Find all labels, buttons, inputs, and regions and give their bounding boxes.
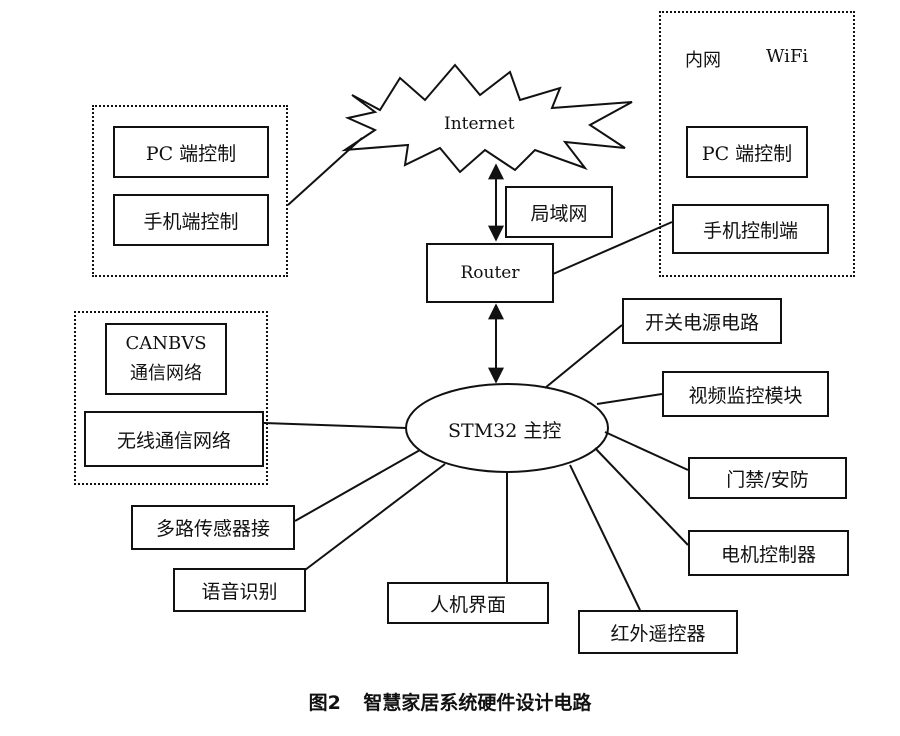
- wifi-label: WiFi: [766, 46, 809, 67]
- line-stm32-ir: [569, 464, 641, 611]
- wireless-network-box: 无线通信网络: [84, 411, 264, 467]
- hmi-box: 人机界面: [387, 582, 549, 624]
- line-stm32-sensor: [294, 449, 421, 522]
- line-stm32-wireless: [263, 422, 407, 429]
- sensor-interface-box: 多路传感器接: [131, 505, 295, 550]
- line-stm32-voice: [304, 463, 446, 571]
- router-box: Router: [426, 243, 554, 303]
- stm32-label: STM32 主控: [448, 420, 562, 442]
- motor-controller-box: 电机控制器: [688, 530, 849, 576]
- line-leftgroup-internet: [287, 137, 363, 206]
- ir-remote-box: 红外遥控器: [578, 610, 738, 654]
- line-stm32-motor: [594, 447, 689, 546]
- internet-label: Internet: [444, 114, 515, 134]
- lan-box: 局域网: [505, 186, 613, 238]
- line-stm32-access: [604, 431, 689, 471]
- figure-title: 智慧家居系统硬件设计电路: [363, 692, 592, 714]
- line-stm32-video: [596, 393, 663, 405]
- pc-control-box-left: PC 端控制: [113, 126, 269, 178]
- network-group: [74, 311, 268, 485]
- power-circuit-box: 开关电源电路: [622, 298, 782, 344]
- figure-number: 图2: [308, 692, 341, 714]
- can-network-line1: CANBVS: [125, 333, 207, 354]
- can-network-line2: 通信网络: [130, 363, 202, 384]
- voice-recognition-box: 语音识别: [173, 568, 306, 612]
- phone-control-box-right: 手机控制端: [672, 204, 829, 254]
- video-monitor-box: 视频监控模块: [662, 371, 829, 417]
- intranet-label: 内网: [685, 50, 721, 71]
- internet-cloud: [341, 63, 633, 174]
- line-router-rightgroup: [552, 221, 673, 275]
- can-network-box: CANBVS 通信网络: [105, 323, 227, 395]
- pc-control-box-right: PC 端控制: [686, 126, 808, 178]
- phone-control-box-left: 手机端控制: [113, 194, 269, 246]
- figure-caption: 图2 智慧家居系统硬件设计电路: [0, 688, 900, 715]
- access-security-box: 门禁/安防: [688, 457, 847, 499]
- remote-control-group: [92, 105, 288, 277]
- line-stm32-power: [544, 324, 623, 389]
- intranet-wifi-group: [659, 11, 855, 277]
